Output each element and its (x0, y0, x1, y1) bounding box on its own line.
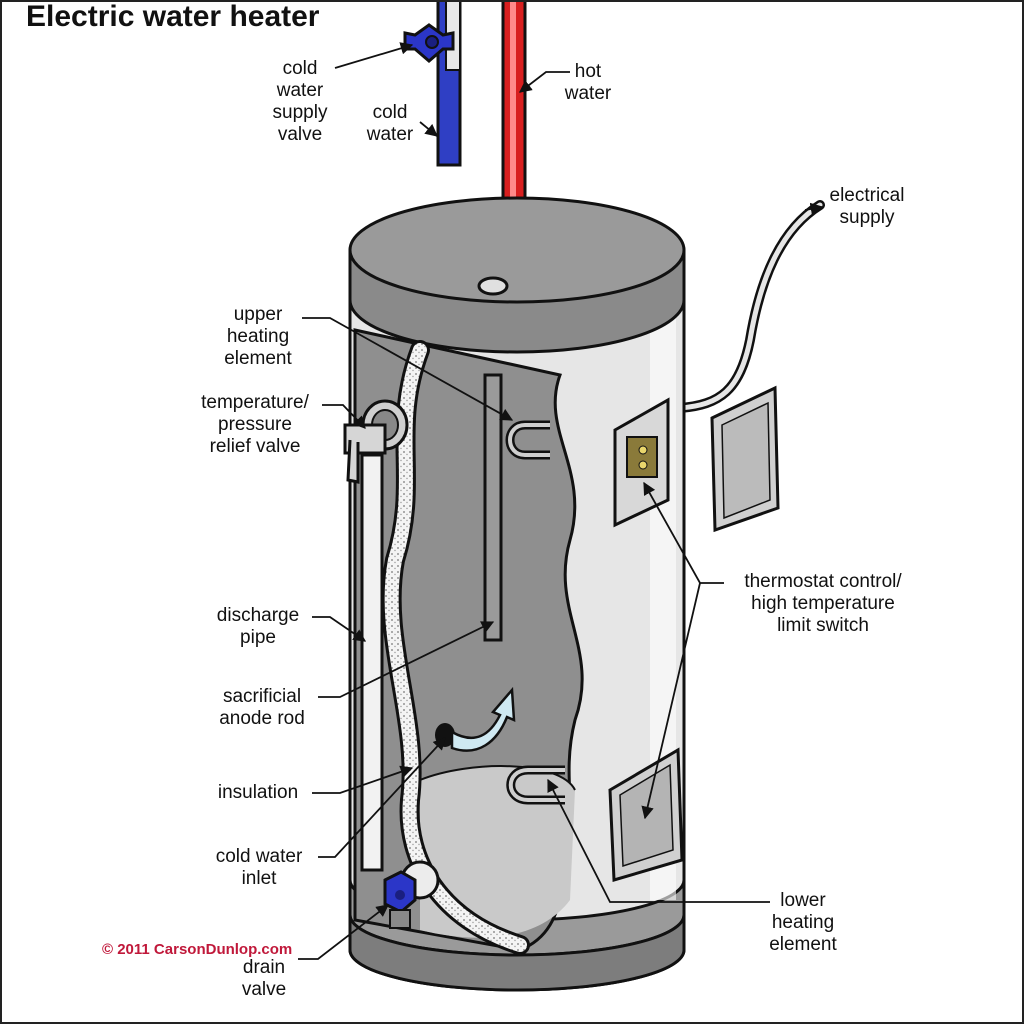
diagram-title: Electric water heater (26, 0, 320, 33)
drain-valve-icon (383, 860, 440, 929)
upper-access-cover (710, 385, 780, 533)
label-drain-valve: drain valve (241, 957, 287, 1000)
leader-lines (298, 42, 824, 960)
label-cold-water-supply-valve: cold water supply valve (272, 58, 328, 145)
label-upper-heating-element: upper heating element (224, 304, 292, 369)
label-insulation: insulation (217, 782, 299, 803)
copyright-notice: © 2011 CarsonDunlop.com (102, 941, 293, 958)
tank-top (348, 196, 686, 354)
label-sacrificial-anode-rod: sacrificial anode rod (219, 686, 305, 729)
label-cold-water-inlet: cold water inlet (215, 846, 303, 889)
cold-water-supply-valve-icon (403, 23, 455, 63)
label-electrical-supply: electrical supply (829, 185, 905, 228)
label-lower-heating-element: lower heating element (769, 890, 837, 955)
label-thermostat-control: thermostat control/ high temperature lim… (744, 571, 902, 636)
label-cold-water: cold water (366, 102, 414, 145)
relief-valve-icon (343, 399, 409, 484)
discharge-pipe (360, 453, 384, 872)
electrical-supply-cable (675, 200, 825, 413)
cold-water-pipe (436, 0, 462, 167)
label-temperature-pressure-relief-valve: temperature/ pressure relief valve (201, 392, 309, 457)
label-discharge-pipe: discharge pipe (216, 605, 300, 648)
label-hot-water: hot water (564, 61, 612, 104)
anode-rod (483, 373, 503, 642)
